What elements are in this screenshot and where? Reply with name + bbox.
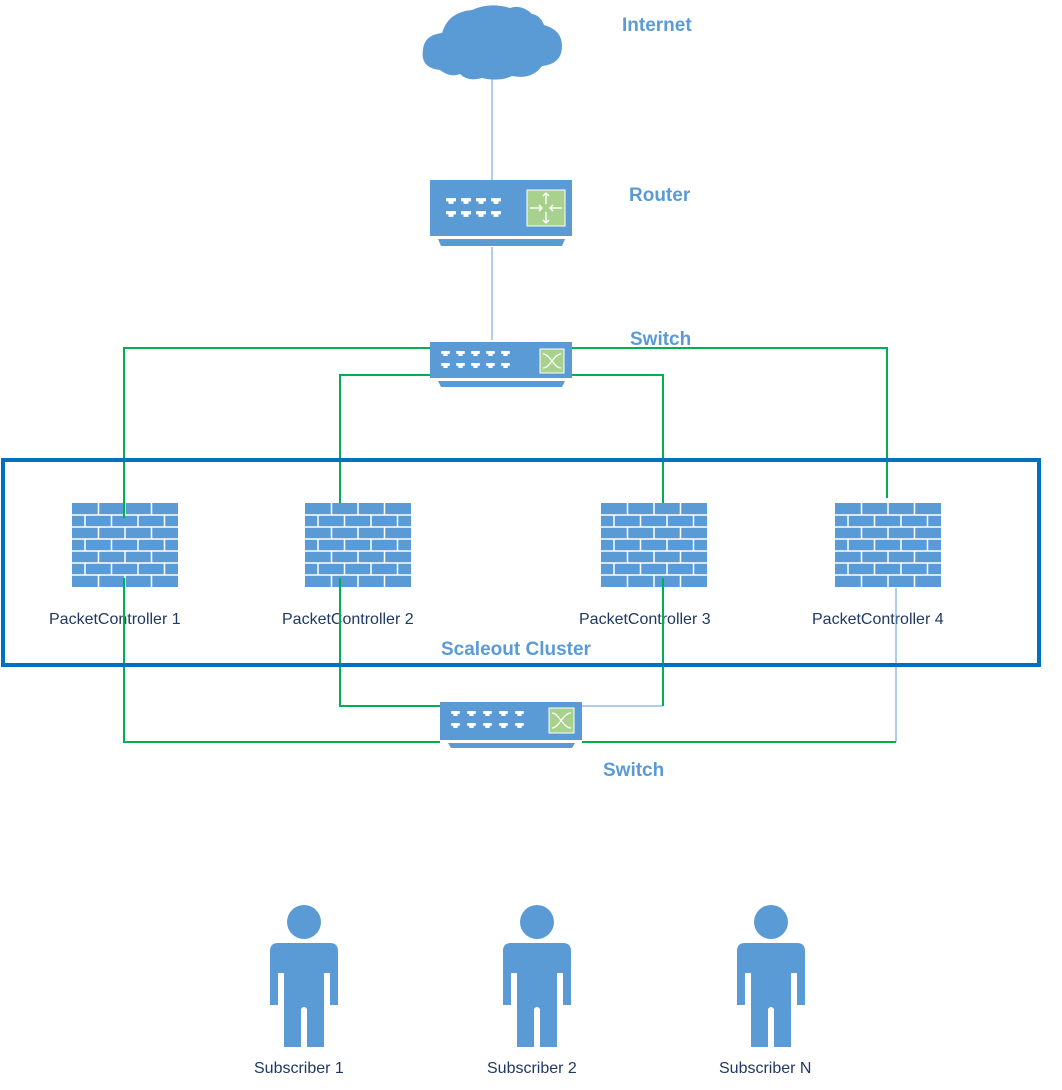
firewall-icon: [305, 503, 411, 587]
link-switch-top-pc1: [123, 347, 430, 505]
link-switch-top-pc4: [572, 347, 888, 498]
packet-controller-label: PacketController 4: [812, 611, 944, 628]
subscriber-label: Subscriber 2: [487, 1060, 577, 1077]
firewall-icon: [601, 503, 707, 587]
link-switch-top-pc3: [572, 374, 664, 505]
switch-icon-top: [430, 342, 572, 387]
firewall-icon: [835, 503, 941, 587]
internet-label: Internet: [622, 15, 692, 36]
subscriber-2: Subscriber 2: [487, 905, 577, 1077]
subscriber-n: Subscriber N: [719, 905, 811, 1077]
switch-top-label: Switch: [630, 329, 691, 350]
packet-controller-label: PacketController 3: [579, 611, 711, 628]
router-icon: [430, 180, 572, 246]
subscriber-label: Subscriber N: [719, 1060, 811, 1077]
link-switch-top-pc2: [339, 374, 430, 505]
packet-controller-4: PacketController 4: [812, 503, 944, 628]
scaleout-cluster-border: [1, 458, 1041, 667]
packet-controller-label: PacketController 2: [282, 611, 414, 628]
subscriber-label: Subscriber 1: [254, 1060, 344, 1077]
packet-controller-2: PacketController 2: [282, 503, 414, 628]
link-pc2-switch-bottom: [339, 580, 440, 707]
user-icon: [503, 905, 571, 1047]
router-label: Router: [629, 185, 691, 206]
user-icon: [270, 905, 338, 1047]
cloud-icon: [422, 5, 562, 80]
scaleout-cluster-label: Scaleout Cluster: [441, 639, 592, 660]
user-icon: [737, 905, 805, 1047]
subscriber-1: Subscriber 1: [254, 905, 344, 1077]
packet-controller-3: PacketController 3: [579, 503, 711, 628]
link-pc1-switch-bottom: [123, 580, 440, 743]
switch-icon-bottom: [440, 702, 582, 748]
switch-bottom-label: Switch: [603, 760, 664, 781]
packet-controller-label: PacketController 1: [49, 611, 181, 628]
packet-controller-1: PacketController 1: [49, 503, 181, 628]
